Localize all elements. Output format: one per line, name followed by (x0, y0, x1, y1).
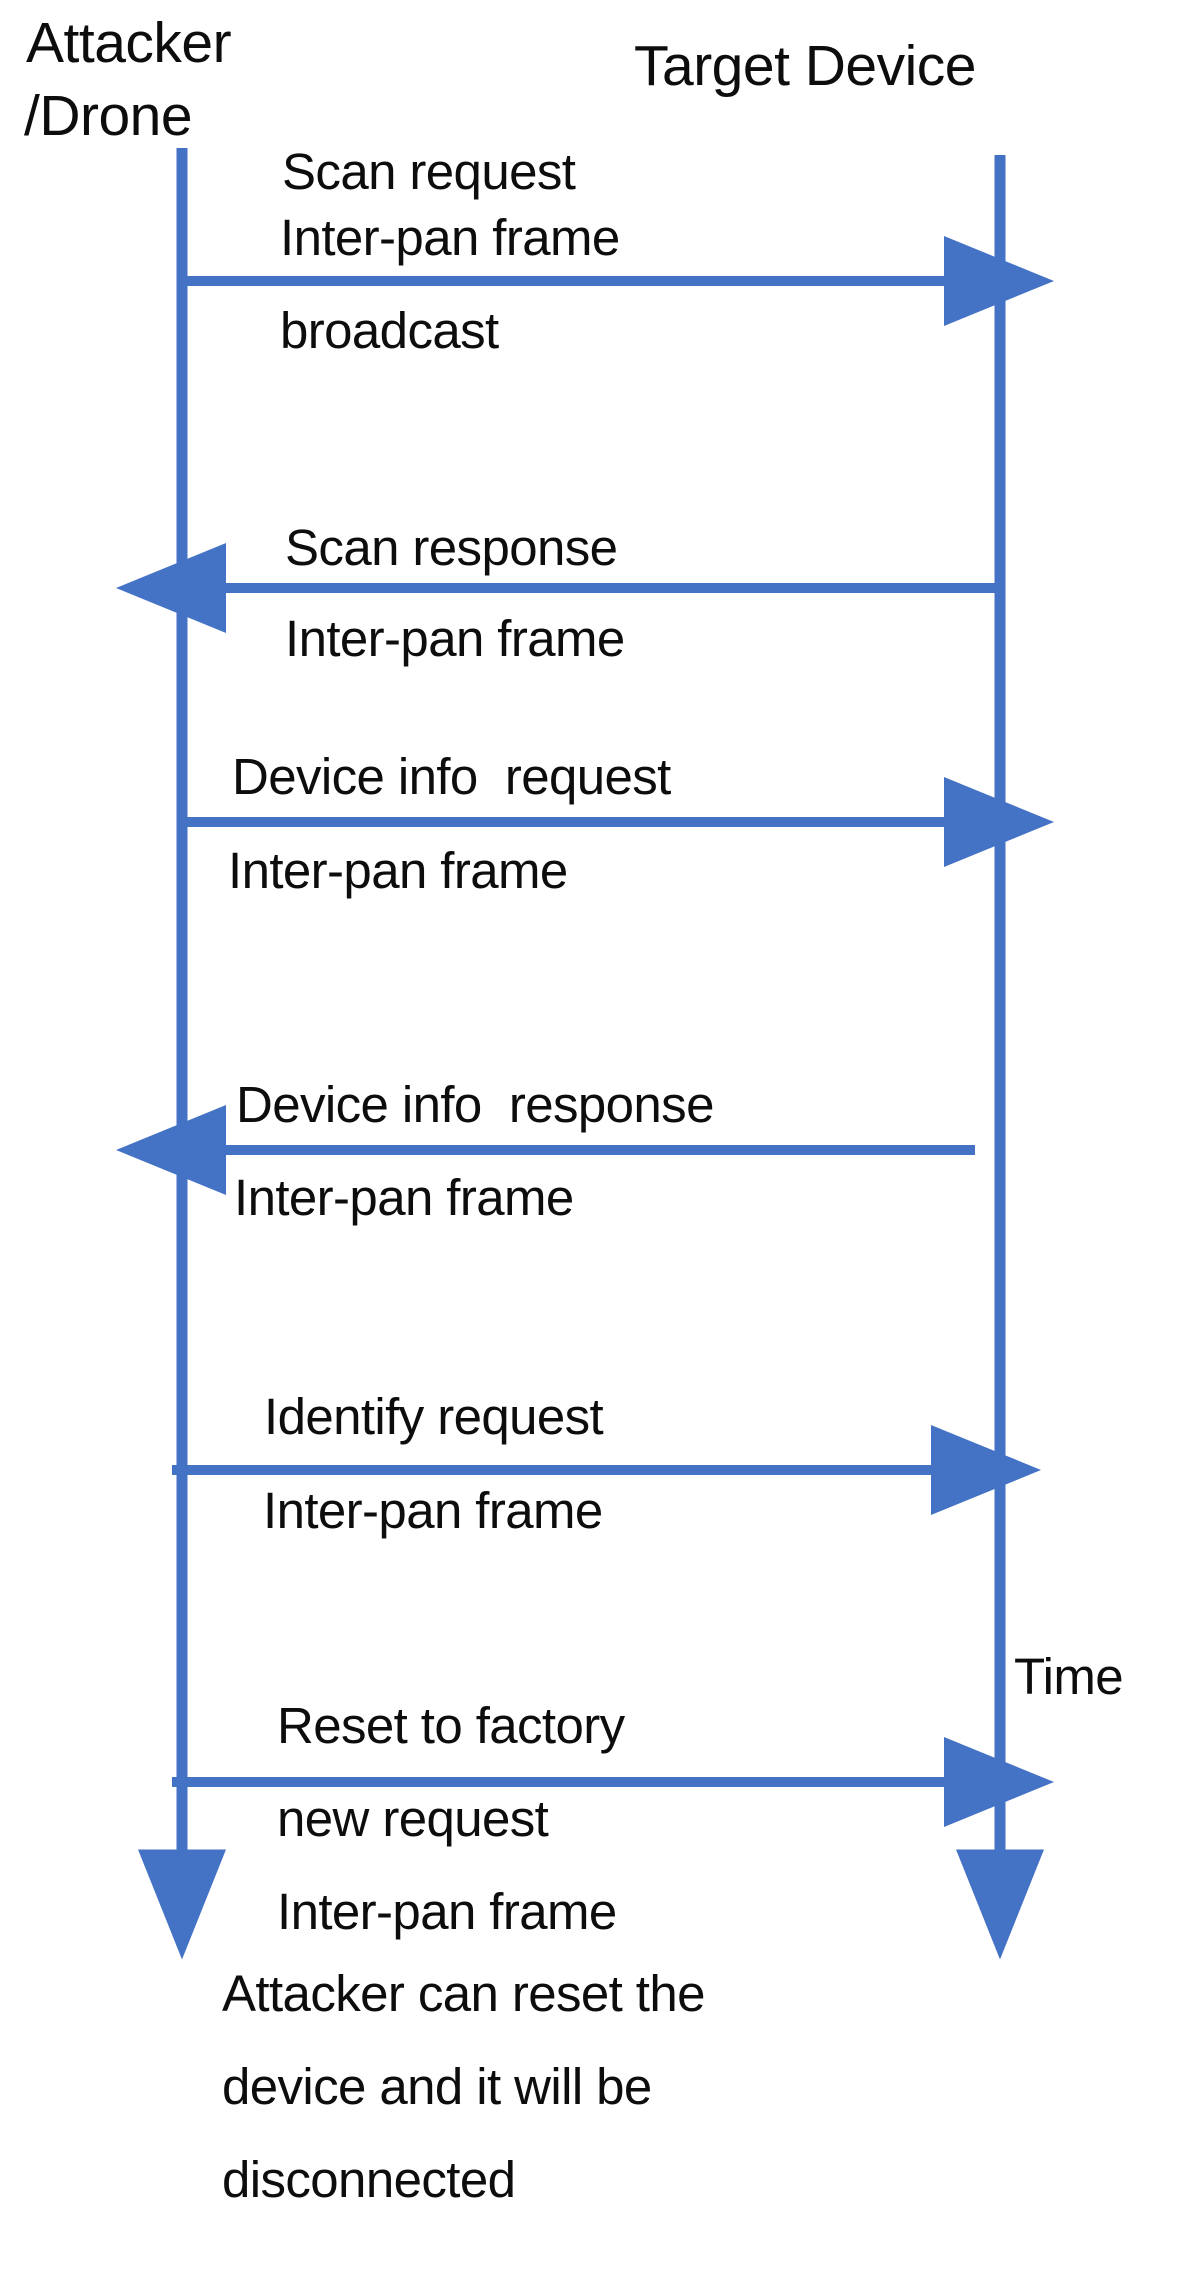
message-label-scan-request-above: Scan request (282, 143, 576, 200)
message-label-scan-request-below-1: Inter-pan frame (280, 209, 620, 266)
message-label-reset-to-factory-below-1: new request (277, 1790, 549, 1847)
message-label-reset-to-factory-below-2: Inter-pan frame (277, 1883, 617, 1940)
actor-label-attacker-line1: Attacker (26, 11, 232, 75)
caption-line-2: device and it will be (222, 2058, 652, 2115)
caption-line-1: Attacker can reset the (222, 1965, 705, 2022)
actor-label-target-device: Target Device (634, 34, 977, 98)
message-label-scan-response-above: Scan response (285, 519, 618, 576)
message-label-scan-request-below-2: broadcast (280, 302, 499, 359)
message-label-scan-response-below-1: Inter-pan frame (285, 610, 625, 667)
message-label-device-info-response-below-1: Inter-pan frame (234, 1169, 574, 1226)
message-label-identify-request-below-1: Inter-pan frame (263, 1482, 603, 1539)
message-label-identify-request-above: Identify request (264, 1388, 604, 1445)
caption-line-3: disconnected (222, 2151, 516, 2208)
message-label-device-info-request-below-1: Inter-pan frame (228, 842, 568, 899)
message-label-reset-to-factory-above: Reset to factory (277, 1697, 625, 1754)
message-label-device-info-request-above: Device info request (232, 748, 671, 805)
time-axis-label: Time (1014, 1648, 1124, 1705)
message-label-device-info-response-above: Device info response (236, 1076, 714, 1133)
actor-label-attacker-line2: /Drone (24, 84, 193, 148)
